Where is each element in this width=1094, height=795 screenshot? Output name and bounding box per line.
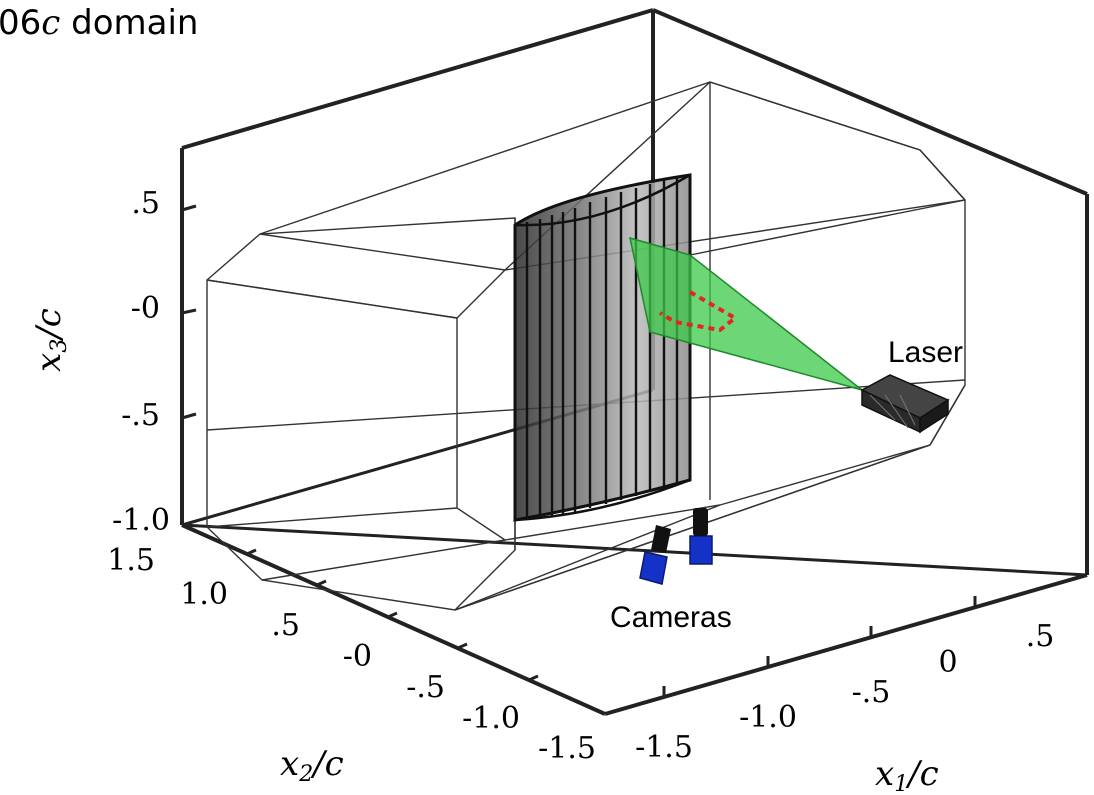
- x3-tick: .5: [131, 186, 160, 221]
- x2-tick: .5: [271, 608, 300, 643]
- x3-axis-label: x3/c: [29, 308, 72, 372]
- bounding-box: [180, 8, 1089, 716]
- x3-tick: -1.0: [112, 503, 170, 538]
- tick-marks: [181, 204, 977, 696]
- x1-tick: -.5: [852, 675, 891, 710]
- camera-icon: [639, 525, 671, 585]
- x1-tick: -1.5: [635, 730, 693, 765]
- x3-axis: .5 -0 -.5 -1.0: [112, 186, 170, 538]
- tunnel-domain: [206, 81, 966, 611]
- x2-tick: -1.5: [538, 731, 596, 766]
- x2-axis-label: x2/c: [280, 744, 344, 787]
- wing-model: [513, 173, 692, 522]
- x3-tick: -.5: [121, 398, 160, 433]
- x2-tick: 1.5: [107, 543, 155, 578]
- laser-intersection-line: [658, 290, 739, 333]
- x1-tick: 0: [938, 645, 957, 680]
- figure-title: 06c domain: [0, 3, 198, 43]
- x2-tick: 1.0: [180, 577, 228, 612]
- cameras-label: Cameras: [610, 601, 732, 634]
- x1-tick: -1.0: [739, 700, 797, 735]
- x1-axis-label: x1/c: [875, 754, 939, 795]
- x2-axis: 1.5 1.0 .5 -0 -.5 -1.0 -1.5: [107, 543, 596, 766]
- laser-label: Laser: [888, 336, 963, 369]
- x2-tick: -.5: [406, 670, 445, 705]
- x1-axis: -1.5 -1.0 -.5 0 .5: [635, 619, 1054, 765]
- x1-tick: .5: [1026, 619, 1055, 654]
- camera-icon: [689, 508, 713, 565]
- x2-tick: -0: [343, 639, 372, 674]
- x3-tick: -0: [131, 291, 160, 326]
- laser-device-icon: [860, 374, 950, 434]
- x2-tick: -1.0: [462, 701, 520, 736]
